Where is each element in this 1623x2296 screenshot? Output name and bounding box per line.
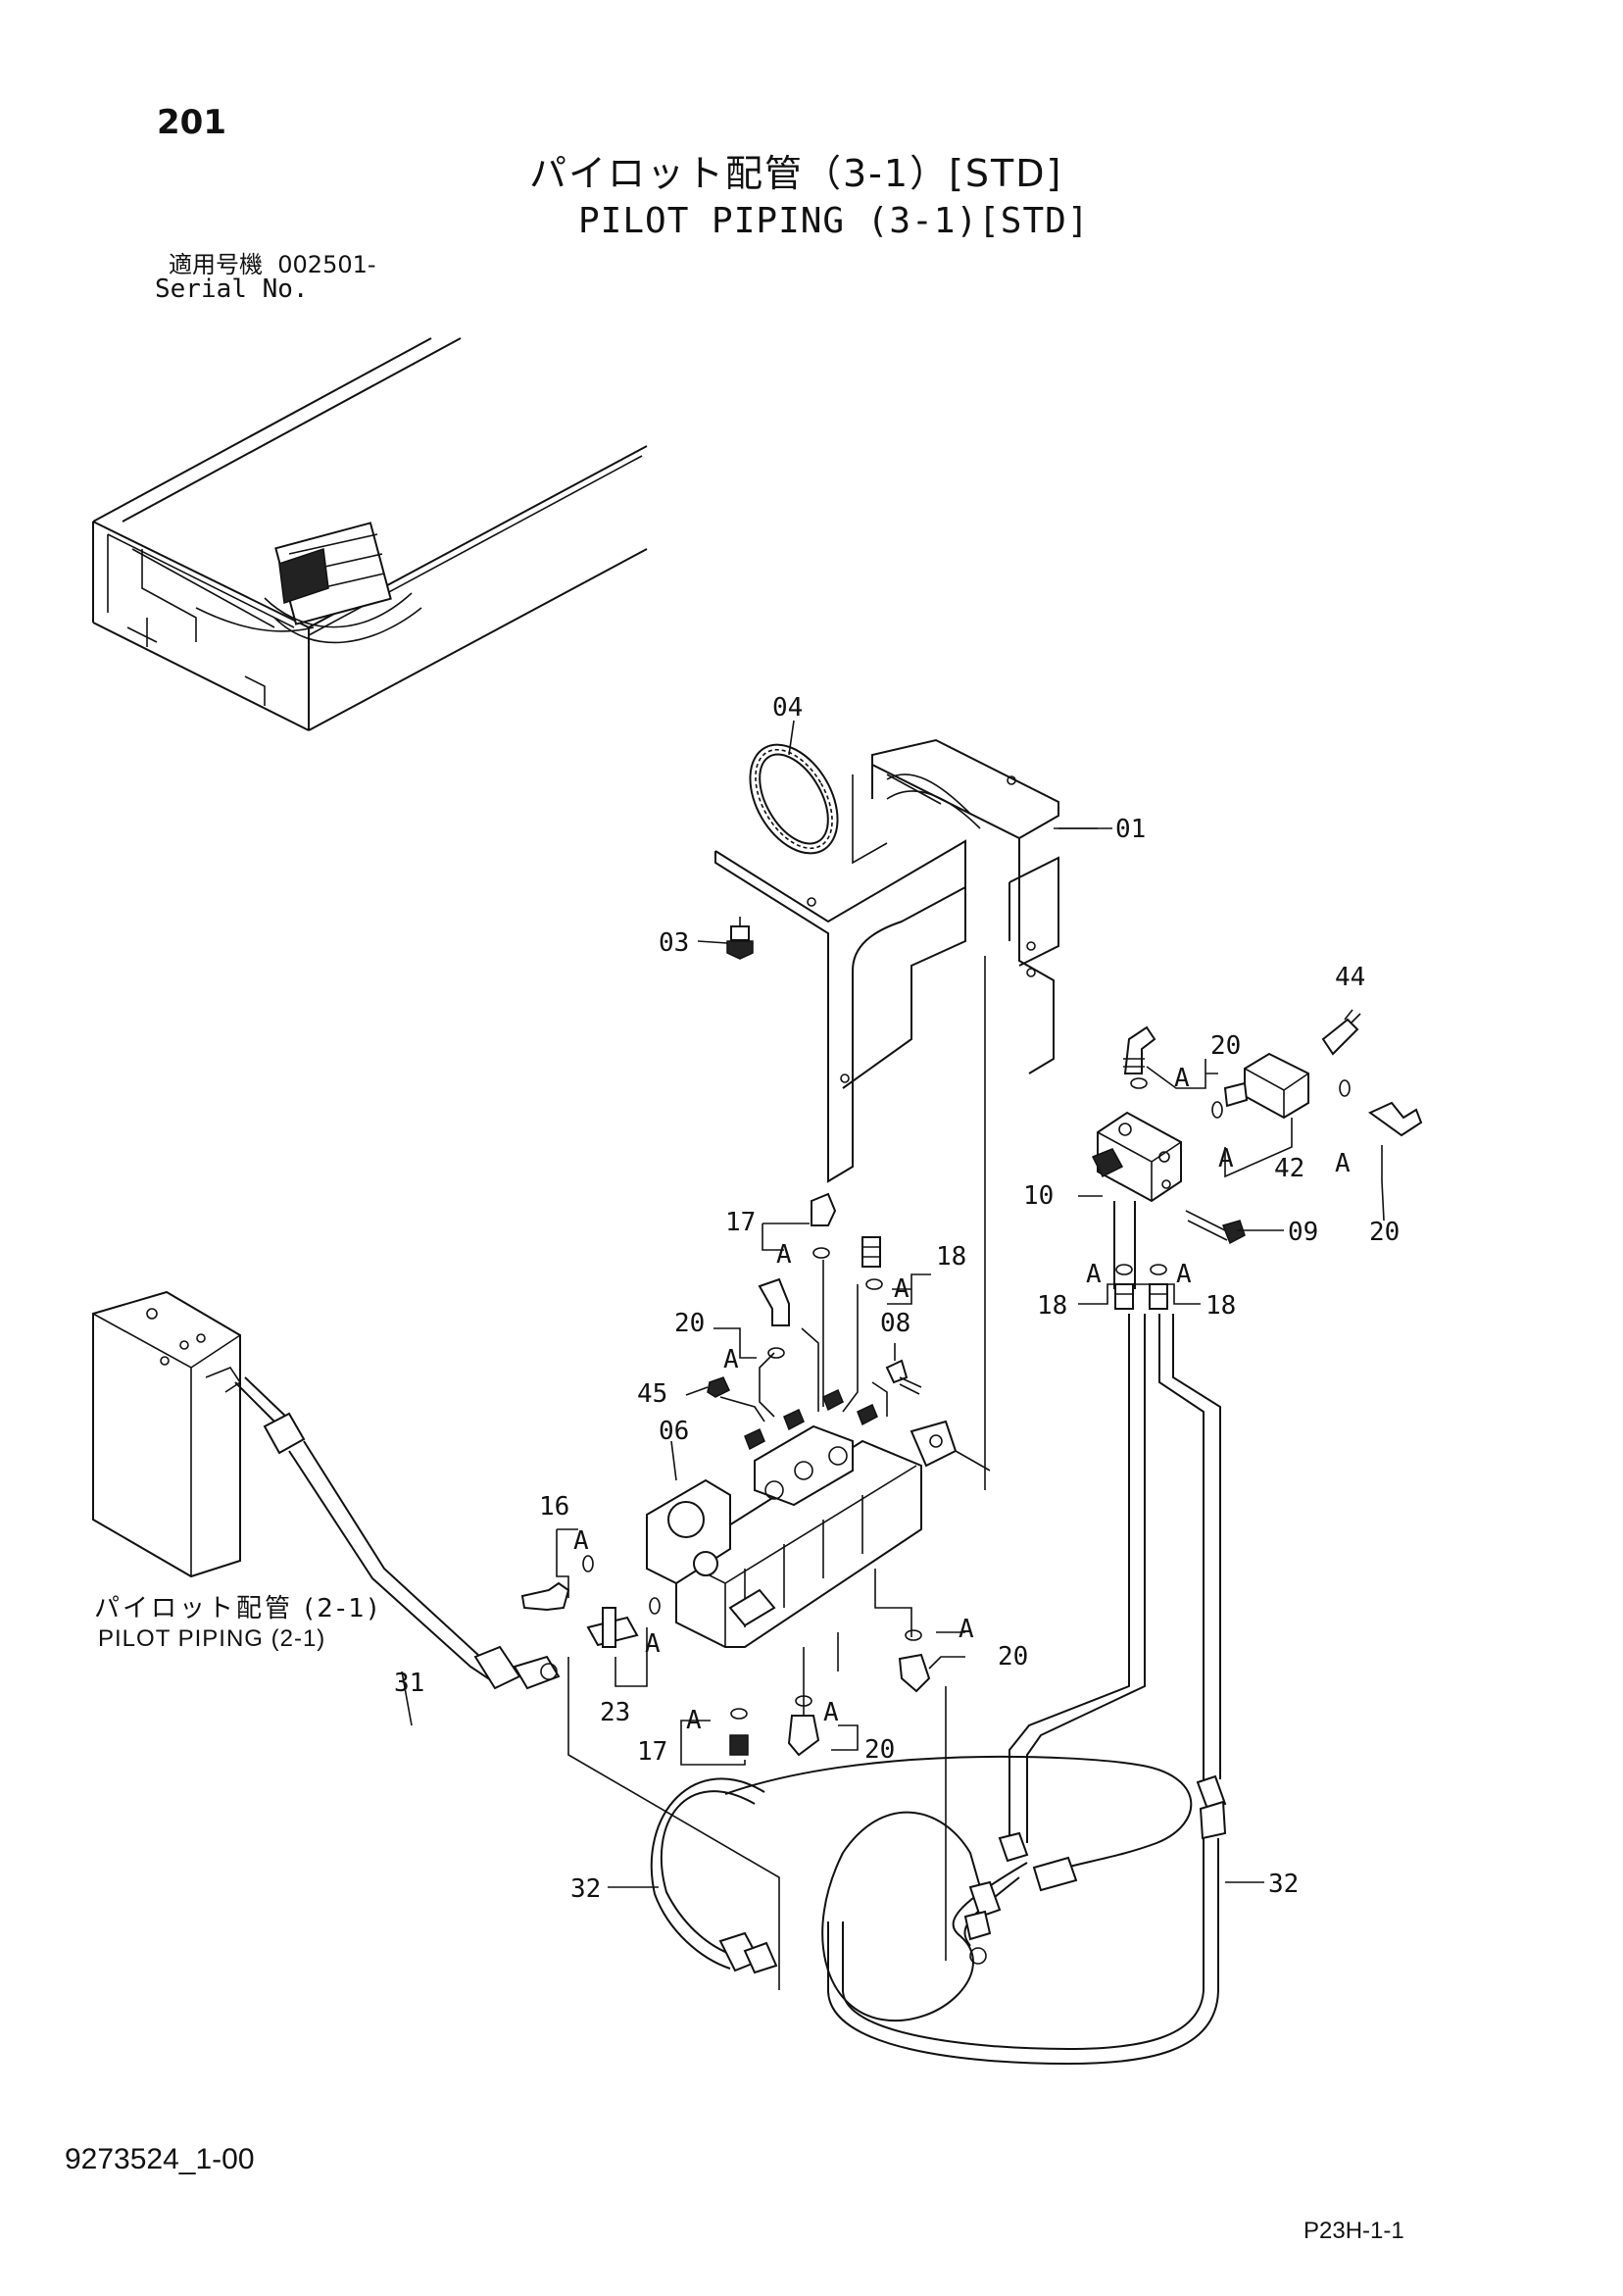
bracket-assembly (714, 720, 1098, 1490)
control-valve-06 (646, 1388, 991, 1648)
elbow-20-left (758, 1277, 790, 1359)
callout-20-b: 20 (1369, 1218, 1400, 1247)
serial-label-jp: 適用号機 (169, 251, 263, 278)
callout-01: 01 (1115, 815, 1146, 844)
callout-10: 10 (1023, 1181, 1054, 1211)
marker-a-9: A (573, 1526, 589, 1556)
marker-a-8: A (723, 1345, 739, 1374)
elbow-20-upper (1123, 1025, 1156, 1074)
page-number: 201 (157, 103, 226, 142)
marker-a-5: A (1176, 1260, 1192, 1289)
callout-42: 42 (1274, 1154, 1304, 1183)
callout-labels: 04 01 03 44 20 A A A 42 10 09 20 A A 18 … (394, 693, 1400, 1904)
elbow-20-mid (898, 1629, 931, 1693)
hose-32-right (827, 1774, 1227, 2066)
callout-45: 45 (637, 1379, 667, 1409)
callout-18-c: 18 (936, 1242, 966, 1272)
callout-20-d: 20 (998, 1642, 1028, 1672)
page-title-english: PILOT PIPING (3-1)[STD] (578, 201, 1090, 241)
machine-overview-inset (92, 337, 648, 731)
adapter-42-44 (1130, 1009, 1423, 1137)
serial-applicability-japanese: 適用号機 002501- (169, 253, 376, 276)
bolt-08 (885, 1359, 922, 1395)
reference-label-english: PILOT PIPING (2-1) (98, 1625, 326, 1652)
callout-03: 03 (659, 928, 689, 958)
marker-a-7: A (894, 1274, 910, 1304)
serial-label-english: Serial No. (155, 275, 309, 304)
tee-23 (586, 1597, 661, 1648)
plug-17-top (811, 1192, 837, 1259)
callout-06: 06 (659, 1417, 689, 1446)
callout-31: 31 (394, 1669, 424, 1698)
callout-23: 23 (600, 1698, 630, 1727)
callout-09: 09 (1288, 1218, 1318, 1247)
marker-a-3: A (1335, 1149, 1351, 1178)
reference-label-japanese: パイロット配管 (2-1) (94, 1594, 381, 1623)
callout-20-c: 20 (674, 1309, 705, 1338)
marker-a-11: A (959, 1615, 974, 1644)
hose-32-loop (724, 1755, 1193, 2022)
document-number: 9273524_1-00 (65, 2143, 255, 2175)
callout-20-e: 20 (864, 1735, 895, 1765)
marker-a-2: A (1218, 1144, 1234, 1173)
marker-a-10: A (645, 1629, 661, 1659)
callout-08: 08 (880, 1309, 910, 1338)
marker-a-13: A (823, 1698, 839, 1727)
fitting-18-top (861, 1236, 883, 1290)
fitting-16 (520, 1555, 594, 1612)
elbow-20-bottom (787, 1695, 820, 1757)
detail-lines-valve (567, 1260, 947, 1990)
hose-32-left (650, 1777, 778, 1974)
callout-44: 44 (1335, 963, 1365, 992)
marker-a-4: A (1086, 1260, 1102, 1289)
callout-17-b: 17 (637, 1737, 667, 1767)
nut-45 (707, 1376, 730, 1398)
page-code: P23H-1-1 (1303, 2218, 1404, 2244)
callout-16: 16 (539, 1492, 569, 1522)
marker-a-6: A (776, 1240, 792, 1270)
bolt-03 (697, 917, 754, 960)
fittings-18-right (1008, 1264, 1221, 1843)
marker-a-12: A (686, 1706, 702, 1735)
hose-31 (234, 1376, 561, 1690)
callout-18-a: 18 (1037, 1291, 1067, 1321)
callout-18-b: 18 (1205, 1291, 1236, 1321)
marker-a-1: A (1174, 1064, 1190, 1093)
callout-32-b: 32 (1268, 1870, 1299, 1899)
callout-17-a: 17 (725, 1208, 756, 1237)
leader-lines (401, 827, 1385, 1888)
page-title-japanese: パイロット配管（3-1）[STD] (529, 152, 1063, 195)
serial-value: 002501- (277, 251, 376, 278)
pilot-valve-10 (1091, 1111, 1182, 1289)
plug-17-bottom (729, 1708, 749, 1756)
pilot-box (92, 1290, 242, 1578)
callout-20-a: 20 (1210, 1031, 1241, 1061)
callout-32-a: 32 (570, 1874, 601, 1904)
callout-04: 04 (772, 693, 803, 723)
bolt-09 (1185, 1210, 1246, 1245)
